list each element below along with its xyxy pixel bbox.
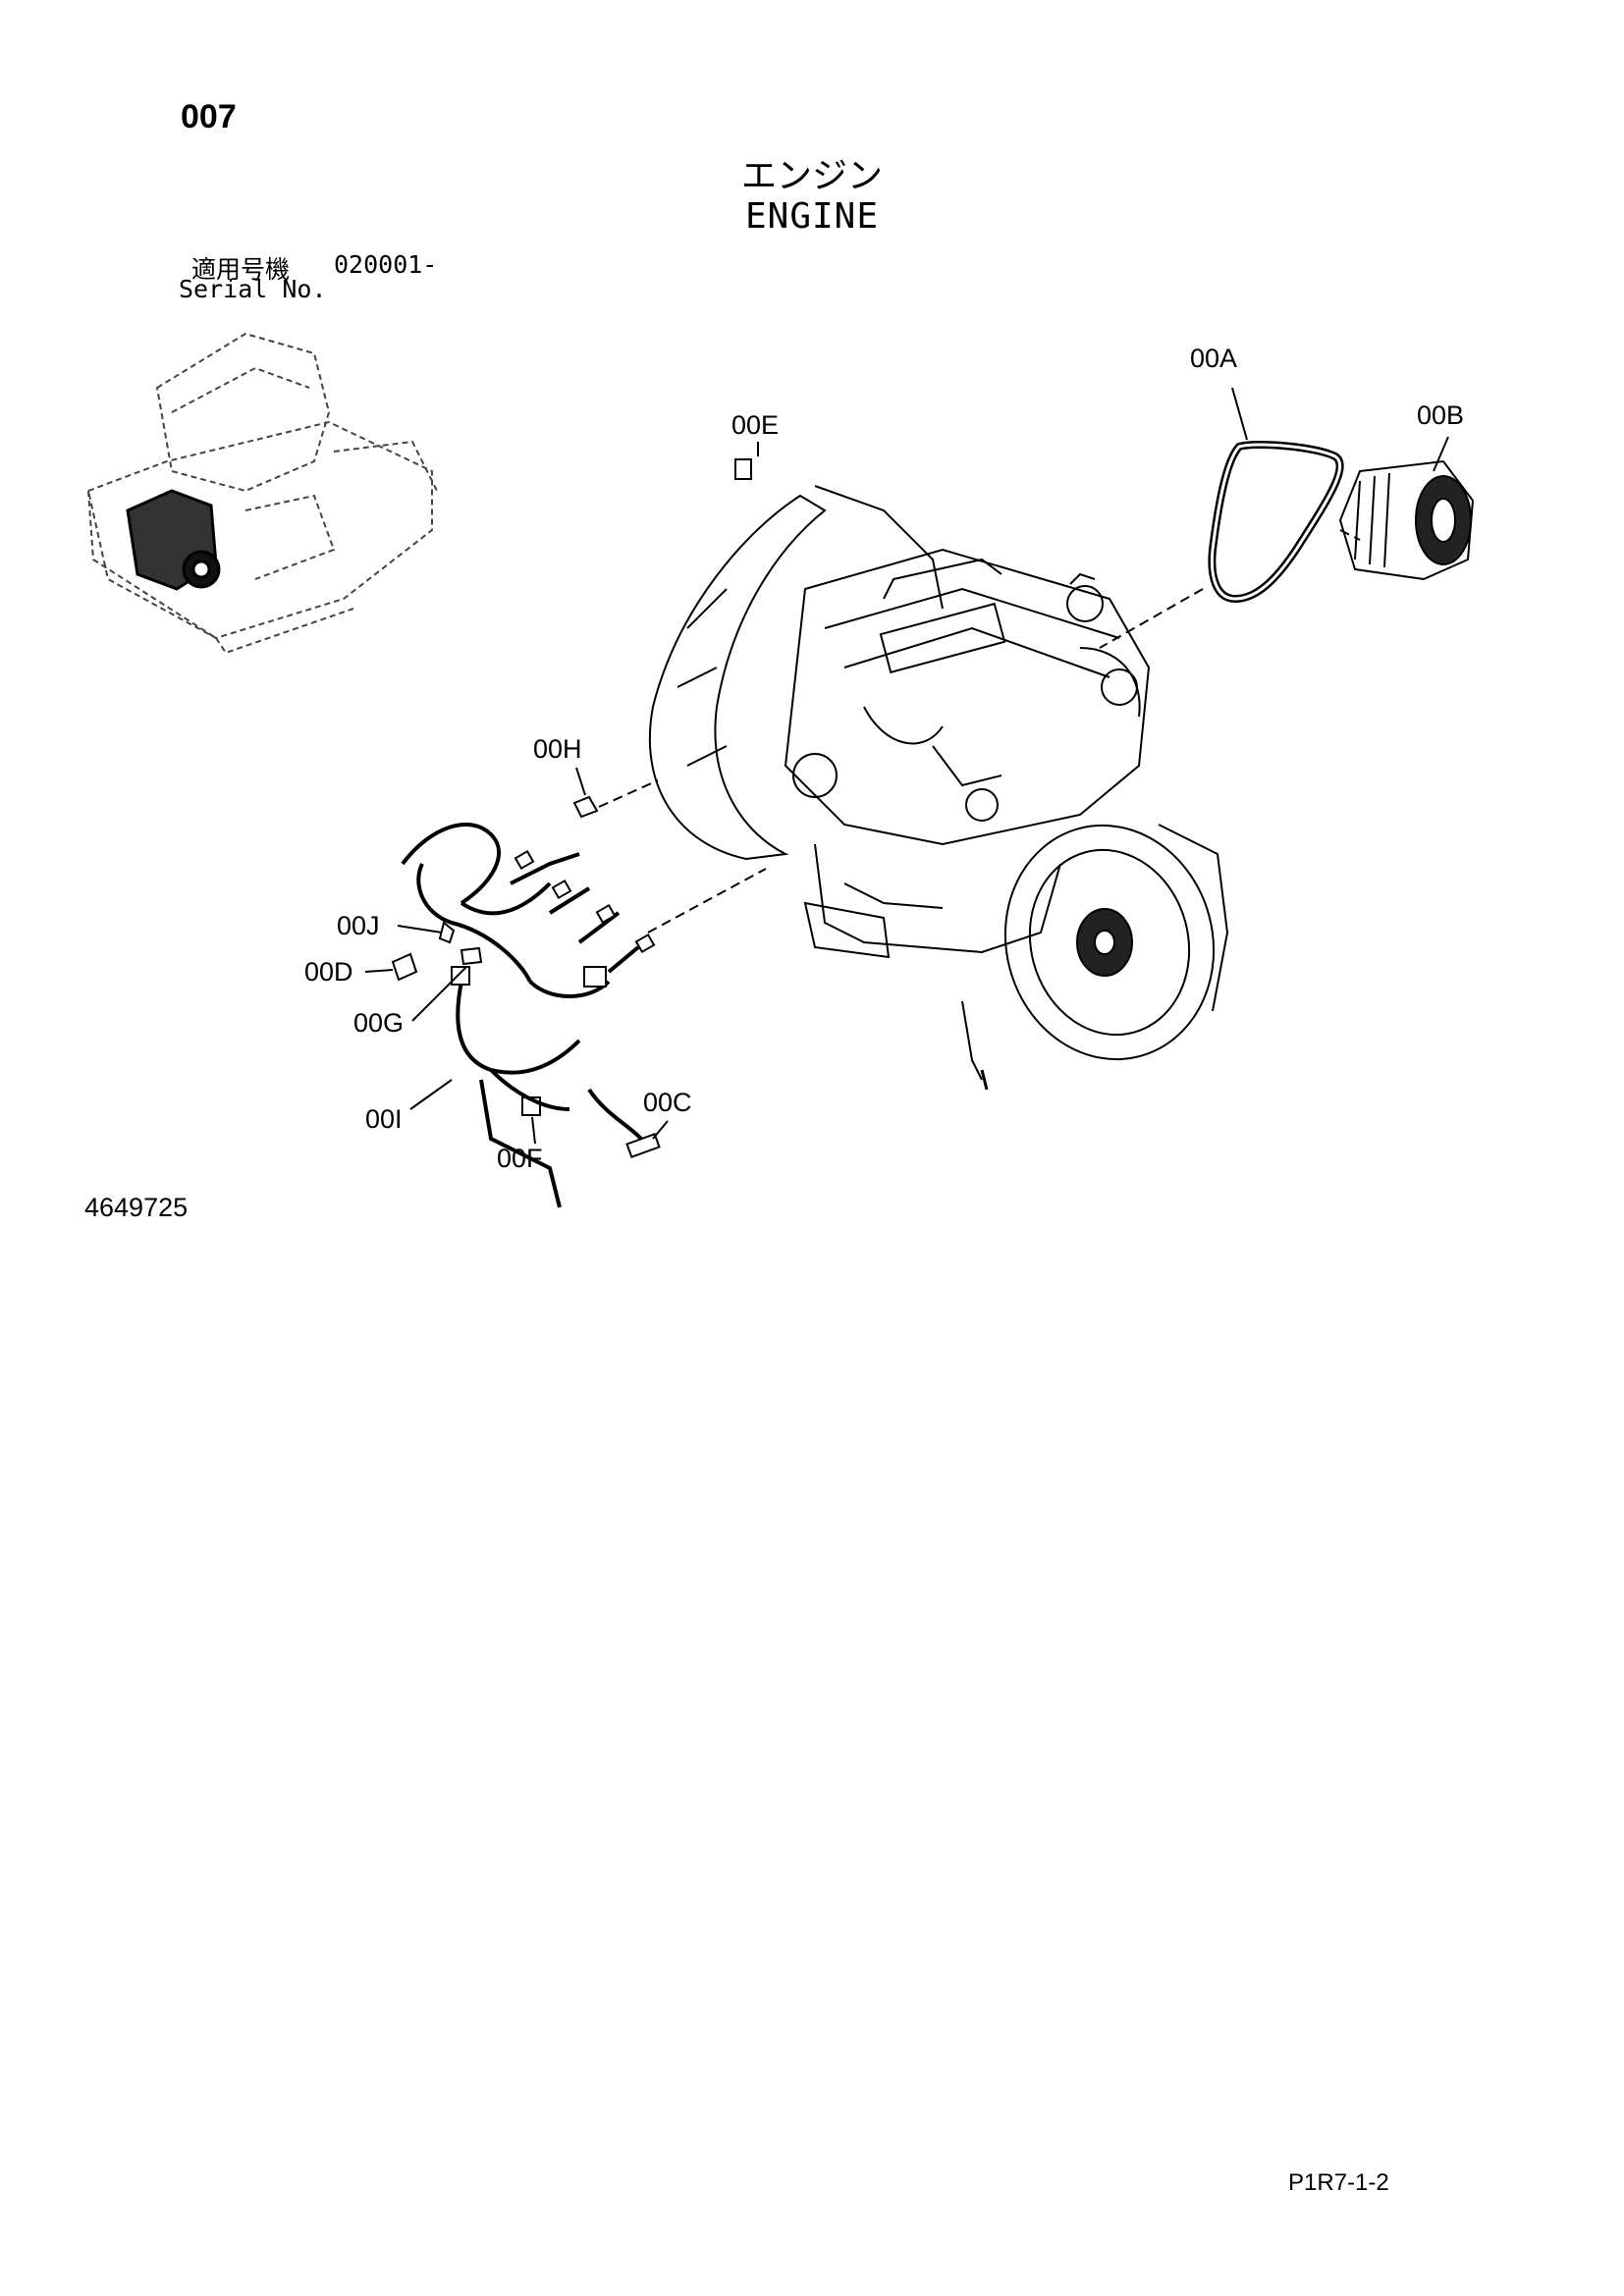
- callout-00H: 00H: [533, 734, 582, 764]
- thumbnail-engine-highlight: [126, 489, 221, 591]
- part-00B-alternator: [1338, 459, 1475, 581]
- leader-00B: [1433, 436, 1449, 472]
- leader-00J: [397, 925, 443, 934]
- leader-00I: [409, 1079, 453, 1110]
- leader-00G: [411, 966, 467, 1022]
- engine-parts-diagram: [86, 332, 1475, 1208]
- part-00H-sensor: [572, 795, 599, 819]
- title-japanese: エンジン: [740, 156, 883, 196]
- part-00G-sensor: [460, 946, 483, 966]
- part-00F-grommet: [521, 1096, 541, 1116]
- page-number: 007: [181, 98, 237, 135]
- serial-label-english: Serial No.: [179, 275, 327, 303]
- callout-00D: 00D: [304, 957, 353, 987]
- callout-00A: 00A: [1190, 344, 1238, 373]
- callout-00E: 00E: [731, 410, 780, 440]
- callout-00G: 00G: [353, 1008, 405, 1038]
- document-number: 4649725: [84, 1193, 189, 1222]
- callout-00B: 00B: [1417, 400, 1465, 430]
- leader-00F: [531, 1116, 536, 1145]
- callout-00C: 00C: [643, 1088, 692, 1117]
- callout-00I: 00I: [365, 1104, 403, 1134]
- engine-assembly: [648, 485, 1229, 1091]
- part-00E-shape: [734, 458, 752, 480]
- serial-value: 020001-: [334, 250, 438, 279]
- dash-00A-engine: [1099, 588, 1204, 649]
- leader-00D: [364, 969, 394, 973]
- leader-00A: [1231, 387, 1248, 441]
- leader-00H: [575, 767, 586, 796]
- serial-label-japanese: 適用号機: [191, 255, 291, 284]
- page-code: P1R7-1-2: [1288, 2169, 1389, 2196]
- part-00D-sensor: [391, 952, 418, 982]
- harness-connectors: [451, 849, 661, 1158]
- leader-00C: [652, 1120, 669, 1140]
- machine-locator-thumbnail: [86, 332, 438, 655]
- callout-00F: 00F: [497, 1144, 543, 1173]
- title-english: ENGINE: [744, 196, 880, 237]
- part-00J-sensor: [438, 921, 456, 944]
- callout-00J: 00J: [337, 911, 380, 940]
